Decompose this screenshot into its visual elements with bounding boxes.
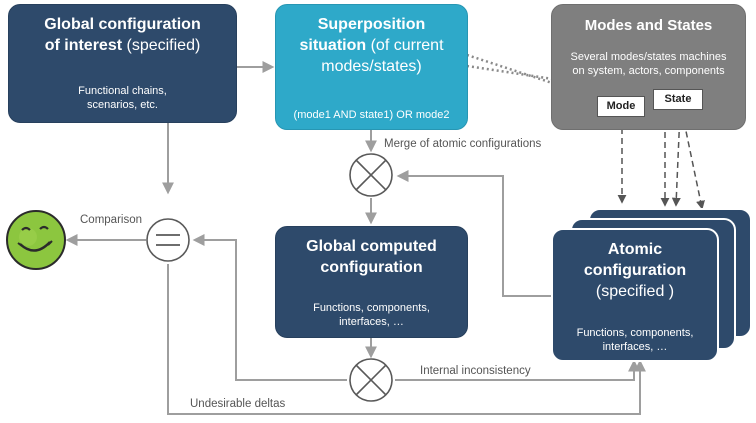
global-config-body-line2: scenarios, etc. xyxy=(87,99,158,111)
modes-states-title: Modes and States xyxy=(584,17,713,34)
computed-body-line1: Functions, components, xyxy=(313,302,430,314)
arrow-deltas-to-atomic xyxy=(167,264,646,415)
modes-states-body-line1: Several modes/states machines xyxy=(570,51,727,63)
atomic-title-line1: Atomic xyxy=(607,241,663,258)
computed-body-line2: interfaces, … xyxy=(339,316,404,328)
undesirable-deltas-label: Undesirable deltas xyxy=(190,398,286,410)
dashed-arrow-state-to-atomic-b xyxy=(681,111,705,210)
arrow-atomic-to-merge xyxy=(396,170,552,297)
merge-operator-icon xyxy=(349,153,393,197)
atomic-body-line2: interfaces, … xyxy=(602,341,668,353)
atomic-configuration-box: Atomic configuration (specified ) Functi… xyxy=(551,228,719,362)
comparison-label: Comparison xyxy=(80,214,142,226)
superposition-title-line1: Superposition xyxy=(317,16,426,33)
atomic-body-line1: Functions, components, xyxy=(576,327,694,339)
internal-check-operator-icon xyxy=(349,358,393,402)
modes-and-states-box: Modes and States Several modes/states ma… xyxy=(551,4,746,130)
mode-tag: Mode xyxy=(597,96,645,117)
computed-title-line2: configuration xyxy=(320,259,423,276)
state-tag: State xyxy=(653,89,703,110)
smiley-face-icon xyxy=(6,210,66,270)
computed-title-line1: Global computed xyxy=(306,238,437,255)
atomic-title-line3: (specified ) xyxy=(595,283,675,300)
compare-operator-icon xyxy=(146,218,190,262)
global-config-body-line1: Functional chains, xyxy=(78,85,167,97)
global-config-title-line1: Global configuration xyxy=(44,16,201,33)
superposition-title-line2: situation (of current xyxy=(299,37,444,54)
superposition-situation-box: Superposition situation (of current mode… xyxy=(275,4,468,130)
global-configuration-box: Global configuration of interest (specif… xyxy=(8,4,237,123)
superposition-title-line3: modes/states) xyxy=(321,58,422,75)
atomic-title-line2: configuration xyxy=(583,262,687,279)
arrow-internal-to-compare xyxy=(192,234,347,381)
superposition-body: (mode1 AND state1) OR mode2 xyxy=(293,109,450,121)
modes-states-body-line2: on system, actors, components xyxy=(572,65,725,77)
global-config-title-line2: of interest (specified) xyxy=(44,37,201,54)
internal-inconsistency-label: Internal inconsistency xyxy=(420,365,531,377)
global-computed-configuration-box: Global computed configuration Functions,… xyxy=(275,226,468,338)
merge-label: Merge of atomic configurations xyxy=(384,138,542,150)
